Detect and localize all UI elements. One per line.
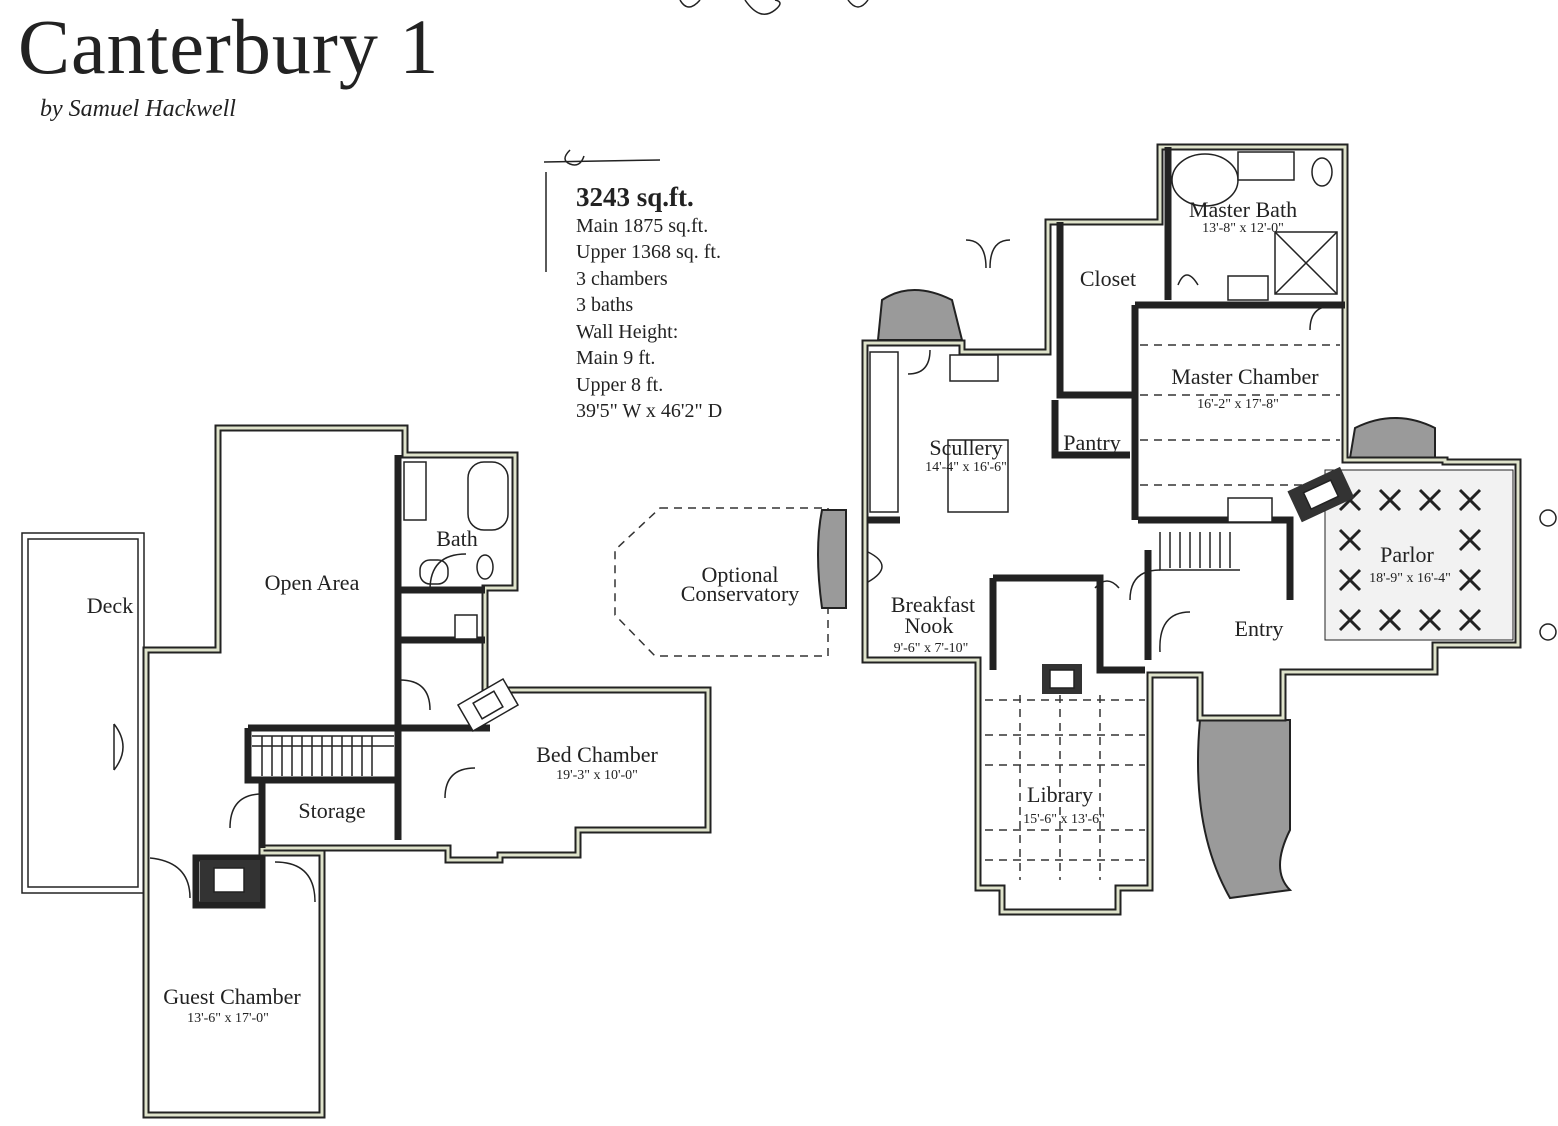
breakfast-label: Breakfast (891, 592, 975, 617)
closet-label: Closet (1080, 266, 1136, 291)
parlor-label: Parlor (1380, 542, 1434, 567)
upper-bath-label: Bath (436, 526, 478, 551)
guest-chamber-dimensions: 13'-6" x 17'-0" (187, 1011, 269, 1026)
stat-upper-wall-height: Upper 8 ft. (576, 373, 664, 396)
stat-overall-dimensions: 39'5" W x 46'2" D (576, 400, 723, 422)
library-dimensions: 15'-6" x 13'-6" (1023, 812, 1105, 827)
scullery-dimensions: 14'-4" x 16'-6" (925, 460, 1007, 475)
total-square-footage: 3243 sq.ft. (576, 182, 694, 212)
optional-label: Optional (702, 562, 779, 587)
nook-label: Nook (905, 613, 954, 638)
master-bath-dimensions: 13'-8" x 12'-0" (1202, 221, 1284, 236)
master-chamber-label: Master Chamber (1171, 364, 1319, 389)
conservatory-label: Conservatory (681, 581, 800, 606)
guest-chamber-label: Guest Chamber (163, 984, 301, 1009)
open-area-label: Open Area (265, 570, 360, 595)
pantry-label: Pantry (1063, 430, 1120, 455)
optional-conservatory-outline (614, 507, 829, 657)
decorative-flourish (543, 0, 1557, 641)
plan-title: Canterbury 1 (18, 3, 440, 90)
plan-statistics: 3243 sq.ft. Main 1875 sq.ft. Upper 1368 … (576, 184, 722, 425)
storage-label: Storage (298, 798, 365, 823)
deck-label: Deck (87, 593, 133, 618)
stat-baths: 3 baths (576, 294, 634, 316)
stat-main-wall-height: Main 9 ft. (576, 347, 656, 369)
deck-outline (21, 532, 145, 894)
entry-label: Entry (1235, 616, 1284, 641)
parlor-dimensions: 18'-9" x 16'-4" (1369, 571, 1451, 586)
stat-main-sqft: Main 1875 sq.ft. (576, 214, 709, 237)
stat-chambers: 3 chambers (576, 267, 668, 290)
main-floor-plan: Optional Conservatory Master Bath 13'-8"… (614, 143, 1522, 916)
scullery-label: Scullery (929, 435, 1002, 460)
upper-floor-plan: Deck Open Area Bath Bed Chamber 19'-3" x… (21, 424, 712, 1119)
bed-chamber-dimensions: 19'-3" x 10'-0" (556, 768, 638, 783)
stat-upper-sqft: Upper 1368 sq. ft. (576, 241, 721, 263)
stat-wall-height-label: Wall Height: (576, 320, 679, 343)
designer-byline: by Samuel Hackwell (40, 96, 236, 122)
breakfast-nook-dimensions: 9'-6" x 7'-10" (894, 641, 969, 656)
master-chamber-dimensions: 16'-2" x 17'-8" (1197, 397, 1279, 412)
bed-chamber-label: Bed Chamber (536, 742, 658, 767)
master-bath-label: Master Bath (1189, 197, 1297, 222)
library-label: Library (1027, 782, 1093, 807)
